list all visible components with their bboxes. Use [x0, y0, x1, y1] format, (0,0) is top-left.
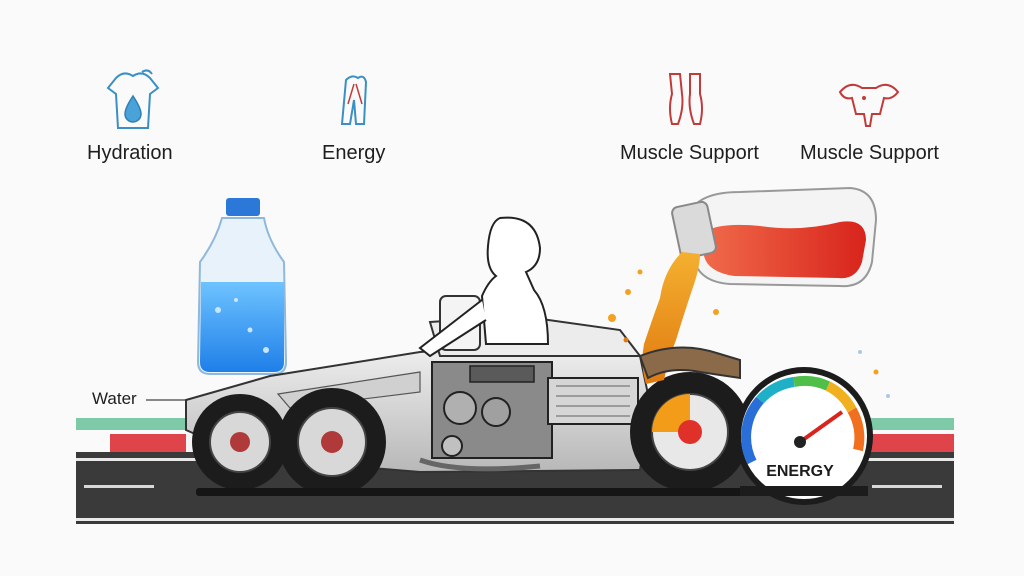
- benefit-label-muscle-support-2: Muscle Support: [800, 142, 939, 164]
- gauge-label: ENERGY: [766, 463, 834, 480]
- energy-figure-icon: [340, 75, 368, 125]
- rear-wheel-1: [192, 394, 288, 490]
- rear-wheel-2: [278, 388, 386, 496]
- energy-gauge: ENERGY: [735, 367, 873, 505]
- front-wheel: [630, 372, 750, 492]
- intake: [638, 346, 741, 380]
- car-shadow: [196, 488, 776, 496]
- benefit-label-hydration: Hydration: [87, 142, 173, 164]
- hydration-shirt-drop-icon: [106, 69, 160, 129]
- juice-jar: [671, 186, 878, 288]
- muscle-legs-icon: [668, 73, 703, 125]
- pour-splash: [608, 269, 890, 398]
- water-label: Water: [92, 389, 137, 408]
- muscle-bull-icon: [838, 83, 900, 127]
- benefit-label-muscle-support-1: Muscle Support: [620, 142, 759, 164]
- engine: [419, 361, 639, 472]
- driver: [480, 216, 550, 345]
- water-bottle: [196, 198, 288, 375]
- benefit-label-energy: Energy: [322, 142, 386, 164]
